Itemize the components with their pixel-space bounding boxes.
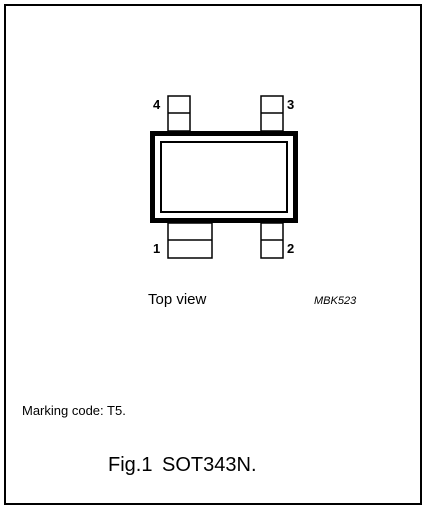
- pin-3-label: 3: [287, 97, 294, 112]
- view-label: Top view: [148, 291, 207, 308]
- pin-4-lead: [167, 95, 191, 132]
- marking-code-text: Marking code: T5.: [22, 403, 126, 418]
- figure-caption: Fig.1 SOT343N.: [108, 454, 257, 476]
- pin-2-lead: [260, 222, 284, 259]
- pin-3-lead: [260, 95, 284, 132]
- pin-1-label: 1: [153, 241, 160, 256]
- pin-1-lead: [167, 222, 213, 259]
- pin-4-label: 4: [153, 97, 161, 112]
- package-body-inner: [160, 141, 288, 213]
- drawing-code: MBK523: [314, 295, 357, 307]
- pin-2-label: 2: [287, 241, 294, 256]
- figure-frame: [4, 4, 422, 505]
